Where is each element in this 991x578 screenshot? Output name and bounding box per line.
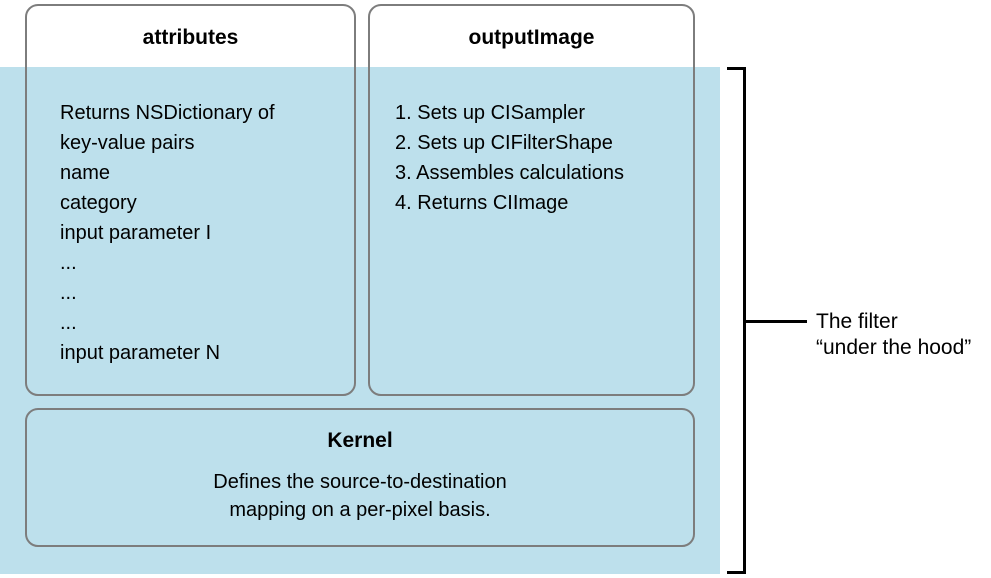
attributes-lines: Returns NSDictionary of key-value pairs … <box>60 98 275 368</box>
outputimage-step: 4. Returns CIImage <box>395 192 569 214</box>
attributes-line: input parameter I <box>60 222 212 244</box>
outputimage-box: outputImage 1. Sets up CISampler 2. Sets… <box>368 4 695 396</box>
kernel-box-title: Kernel <box>327 429 393 452</box>
bracket-top-tick <box>727 67 746 70</box>
attributes-line-ellipsis: ... <box>60 252 77 274</box>
kernel-description-line2: mapping on a per-pixel basis. <box>229 499 491 521</box>
attributes-line: input parameter N <box>60 342 221 364</box>
attributes-line: key-value pairs <box>60 132 195 154</box>
attributes-line-ellipsis: ... <box>60 312 77 334</box>
outputimage-step: 3. Assembles calculations <box>395 162 625 184</box>
attributes-line: category <box>60 192 137 214</box>
attributes-line-ellipsis: ... <box>60 282 77 304</box>
kernel-description-line1: Defines the source-to-destination <box>213 471 507 493</box>
bracket-vertical-line <box>743 67 746 574</box>
highlight-background <box>0 67 720 574</box>
outputimage-steps: 1. Sets up CISampler 2. Sets up CIFilter… <box>395 98 624 218</box>
outputimage-box-title: outputImage <box>468 26 595 49</box>
kernel-box: Kernel Defines the source-to-destination… <box>25 408 695 547</box>
attributes-line: name <box>60 162 111 184</box>
outputimage-step: 2. Sets up CIFilterShape <box>395 132 613 154</box>
attributes-box-title: attributes <box>142 26 239 49</box>
kernel-description: Defines the source-to-destination mappin… <box>27 468 693 524</box>
bracket-label: The filter “under the hood” <box>816 309 971 361</box>
attributes-line: Returns NSDictionary of <box>60 102 275 124</box>
bracket-label-line1: The filter <box>816 310 898 333</box>
outputimage-step: 1. Sets up CISampler <box>395 102 586 124</box>
bracket-label-line2: “under the hood” <box>816 336 972 359</box>
attributes-box: attributes Returns NSDictionary of key-v… <box>25 4 356 396</box>
bracket-bottom-tick <box>727 571 746 574</box>
bracket-middle-tick <box>746 320 807 323</box>
